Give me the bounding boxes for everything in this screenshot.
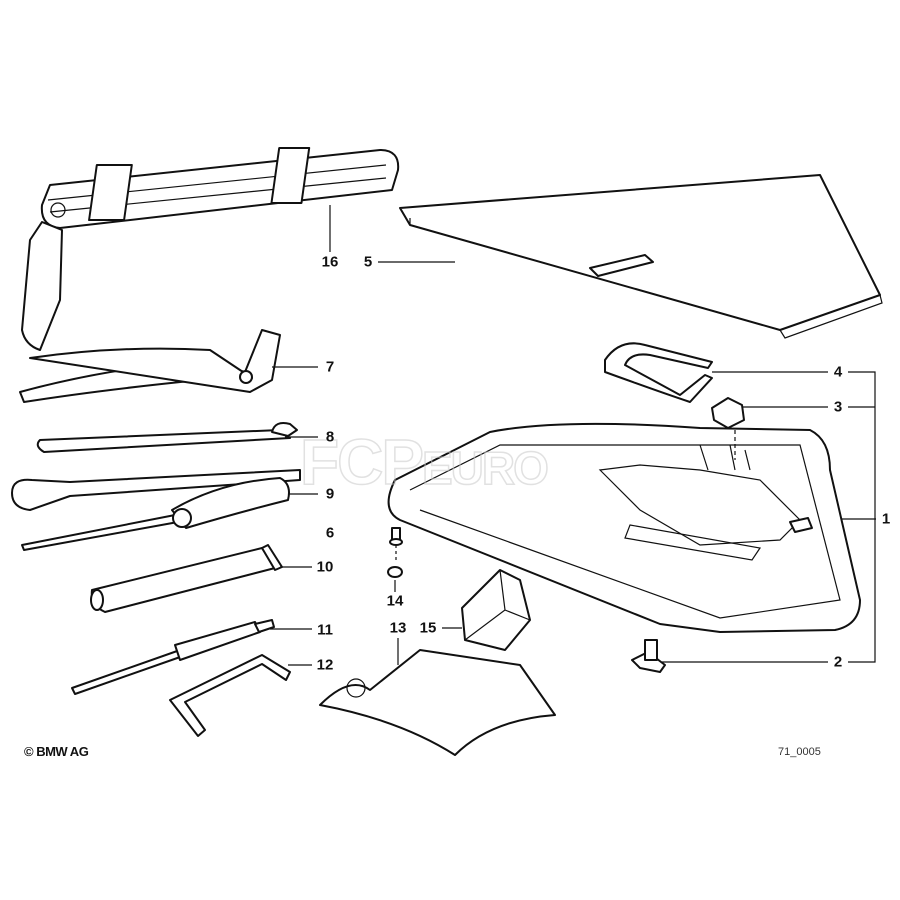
- tool-tray-drawing: [387, 422, 861, 633]
- callout-13[interactable]: 13: [389, 619, 407, 637]
- callout-6[interactable]: 6: [325, 524, 335, 542]
- tommy-bar-drawing: [71, 619, 275, 695]
- leader-lines: [270, 205, 876, 666]
- callout-1[interactable]: 1: [881, 510, 891, 528]
- callout-11[interactable]: 11: [317, 621, 333, 639]
- retaining-clip-drawing: [604, 342, 713, 403]
- callout-8[interactable]: 8: [325, 428, 335, 446]
- callout-12[interactable]: 12: [316, 656, 334, 674]
- callout-9[interactable]: 9: [325, 485, 335, 503]
- drawing-number: 71_0005: [778, 746, 821, 758]
- open-end-wrench-drawing: [11, 422, 301, 511]
- allen-key-drawing: [169, 654, 291, 737]
- clamp-drawing: [461, 569, 531, 651]
- cover-plate-drawing: [399, 174, 881, 331]
- callout-4[interactable]: 4: [833, 363, 843, 381]
- watermark-logo: FCPEURO: [299, 425, 549, 499]
- screwdriver-drawing: [21, 477, 290, 551]
- warning-triangle-drawing: [21, 147, 400, 351]
- callout-5[interactable]: 5: [363, 253, 373, 271]
- spark-plug-wrench-drawing: [90, 544, 283, 613]
- callout-3[interactable]: 3: [833, 398, 843, 416]
- callout-16[interactable]: 16: [321, 253, 339, 271]
- callout-14[interactable]: 14: [386, 592, 404, 610]
- grommet-drawing: [387, 566, 403, 578]
- cloth-drawing: [319, 649, 556, 756]
- callout-10[interactable]: 10: [316, 558, 334, 576]
- copyright-label: © BMW AG: [24, 744, 89, 759]
- pliers-drawing: [19, 329, 281, 403]
- callout-15[interactable]: 15: [419, 619, 437, 637]
- callout-2[interactable]: 2: [833, 653, 843, 671]
- nut-drawing: [711, 397, 745, 429]
- callout-7[interactable]: 7: [325, 358, 335, 376]
